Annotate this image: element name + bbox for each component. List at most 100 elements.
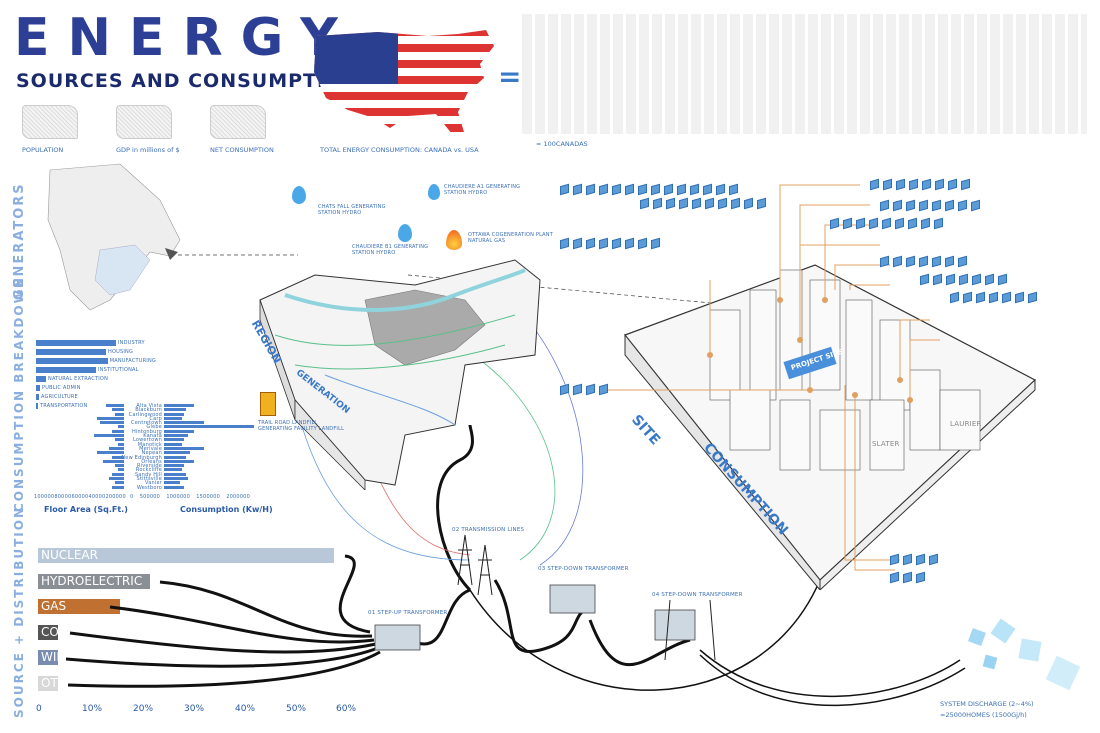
consumption-bar (164, 438, 184, 442)
floor-tick: 40000 (88, 494, 106, 500)
house-icon (612, 183, 621, 196)
house-icon (638, 237, 647, 250)
sector-row: HOUSING (36, 347, 156, 356)
sector-row: MANUFACTURING (36, 356, 156, 365)
house-icon (870, 178, 879, 191)
house-icon (573, 383, 582, 396)
sector-label: TRANSPORTATION (40, 402, 88, 409)
house-icon (919, 255, 928, 268)
source-bar-hydroelectric: HYDROELECTRIC (38, 573, 151, 589)
floor-area-bar (118, 468, 124, 472)
house-icon (830, 217, 839, 230)
source-bar-label: COAL (41, 624, 74, 639)
house-icon (945, 255, 954, 268)
source-tick: 10% (82, 704, 103, 714)
floor-area-label: Floor Area (Sq.Ft.) (44, 505, 128, 514)
house-icon (882, 217, 891, 230)
house-icon (921, 217, 930, 230)
house-icon (896, 178, 905, 191)
net-consumption-map (210, 105, 266, 139)
floor-area-bar (115, 438, 124, 442)
transmission-label: 02 TRANSMISSION LINES (452, 527, 525, 533)
floor-tick: 80000 (54, 494, 72, 500)
floor-area-bar (115, 412, 124, 416)
house-icon (971, 199, 980, 212)
house-icon (1028, 291, 1037, 304)
house-icon (560, 237, 569, 250)
house-icon (890, 571, 899, 584)
cons-tick: 500000 (139, 494, 160, 500)
house-icon (586, 383, 595, 396)
house-icon (989, 291, 998, 304)
source-tick: 0 (36, 704, 42, 714)
consumption-bar (164, 434, 188, 438)
floor-tick: 100000 (34, 494, 55, 500)
floor-area-bar (118, 425, 124, 429)
step-down-2-label: 04 STEP-DOWN TRANSFORMER (652, 592, 743, 598)
house-icon (856, 217, 865, 230)
house-icon (903, 571, 912, 584)
site-callout-lines (600, 184, 940, 571)
house-icon (1015, 291, 1024, 304)
transformers-and-towers (374, 534, 716, 661)
house-icon (573, 237, 582, 250)
house-icon (932, 199, 941, 212)
house-icon (976, 291, 985, 304)
floor-area-bar (118, 442, 124, 446)
consumption-bar (164, 464, 184, 468)
cons-tick: 2000000 (226, 494, 250, 500)
house-icon (929, 553, 938, 566)
ontario-map (47, 163, 181, 311)
house-icon (958, 255, 967, 268)
floor-area-bar (112, 408, 124, 412)
house-icon (599, 183, 608, 196)
sector-row: TRANSPORTATION (36, 401, 156, 410)
floor-area-bar (103, 459, 124, 463)
house-icon (729, 183, 738, 196)
equals-sign: = (498, 60, 522, 93)
house-icon (1002, 291, 1011, 304)
chaudiere-a-label: CHAUDIERE A1 GENERATING STATION HYDRO (444, 184, 521, 196)
neighbourhood-label: Lowertown (132, 437, 162, 444)
house-icon (560, 383, 569, 396)
consumption-bar (164, 416, 182, 420)
house-icon (932, 255, 941, 268)
source-tick: 60% (336, 704, 357, 714)
house-icon (599, 237, 608, 250)
cons-tick: 1500000 (196, 494, 220, 500)
canada-unit-legend: = 100CANADAS (536, 140, 588, 148)
neighbourhood-label: Sandy Hill (134, 471, 162, 478)
floor-area-bar (97, 451, 124, 455)
sector-row: AGRICULTURE (36, 392, 156, 401)
floor-area-bar (112, 455, 124, 459)
floor-area-bar (112, 472, 124, 476)
sector-label: AGRICULTURE (41, 393, 78, 400)
sector-label: INSTITUTIONAL (98, 366, 139, 373)
source-bar-label: HYDROELECTRIC (41, 573, 143, 588)
house-icon (890, 553, 899, 566)
neighbourhood-label: Kanata (143, 433, 162, 440)
sector-label: NATURAL EXTRACTION (48, 375, 109, 382)
house-icon (651, 237, 660, 250)
house-icon (945, 199, 954, 212)
floor-area-bar (97, 416, 124, 420)
neighbourhood-label: New Edinburgh (121, 454, 162, 461)
house-icon (586, 237, 595, 250)
sector-bars: INDUSTRY HOUSING MANUFACTURING INSTITUTI… (36, 338, 156, 410)
consumption-bar (164, 446, 204, 450)
canada-units-grid (522, 14, 1087, 134)
flame-icon (446, 230, 462, 250)
trail-road-label: TRAIL ROAD LANDFILL GENERATING FACILITY … (258, 420, 345, 432)
house-icon (959, 273, 968, 286)
house-icon (651, 183, 660, 196)
neighbourhood-label: Merivale (139, 445, 162, 452)
sector-label: PUBLIC ADMIN (42, 384, 81, 391)
ontario-connector-line (178, 254, 734, 306)
neighbourhood-label: Glebe (146, 424, 162, 431)
house-icon (946, 273, 955, 286)
house-icon (625, 237, 634, 250)
sector-row: INSTITUTIONAL (36, 365, 156, 374)
neighbourhood-label: Westboro (136, 484, 162, 491)
